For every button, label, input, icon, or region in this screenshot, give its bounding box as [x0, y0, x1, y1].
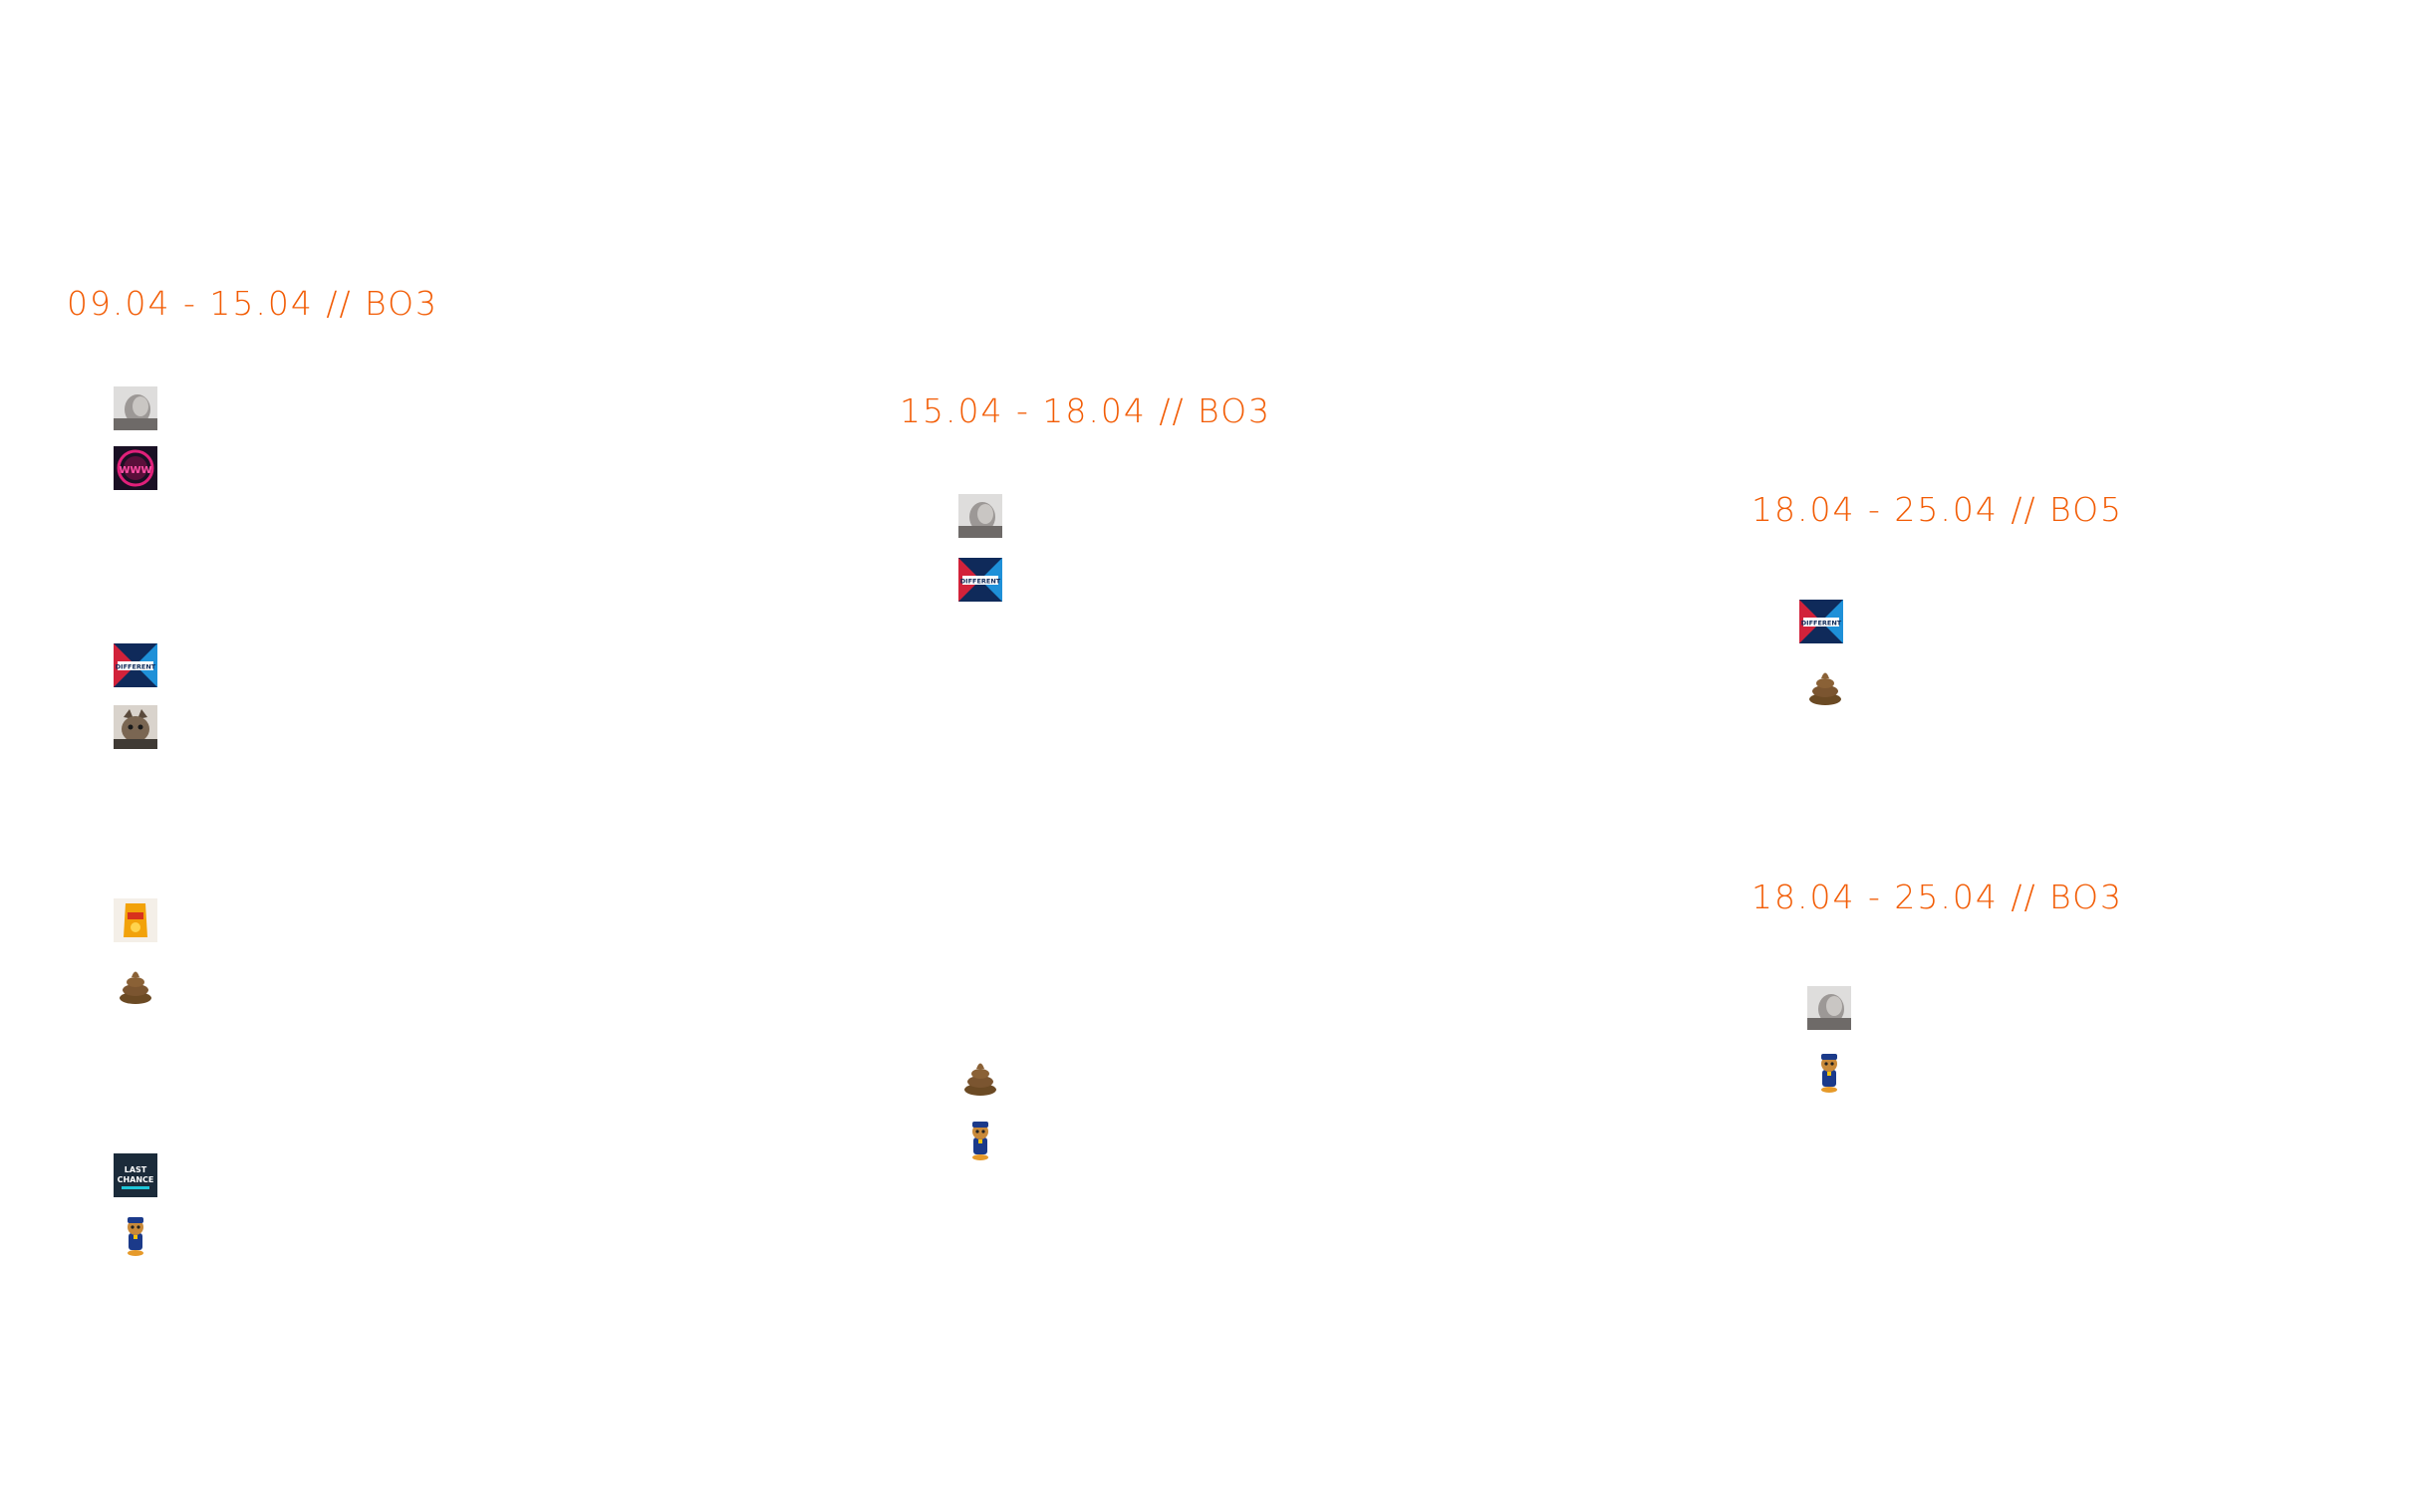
team-different-logo-icon[interactable]: DIFFERENT — [958, 558, 1002, 602]
team-poop-emoji-icon[interactable] — [958, 1054, 1002, 1098]
different-badge-text: DIFFERENT — [116, 663, 156, 671]
team-paw-patrol-chase-icon[interactable] — [114, 1213, 157, 1257]
round-4-title: 18.04 - 25.04 // BO3 — [1751, 878, 2124, 916]
team-cat-avatar-icon[interactable] — [114, 705, 157, 749]
different-badge-text: DIFFERENT — [1801, 620, 1842, 628]
team-gray-avatar-icon[interactable] — [1807, 986, 1851, 1030]
team-chips-bag-icon[interactable] — [114, 898, 157, 942]
team-gray-avatar-icon[interactable] — [114, 386, 157, 430]
last-chance-badge-text-1: LAST — [125, 1165, 147, 1174]
round-2-title: 15.04 - 18.04 // BO3 — [900, 391, 1272, 430]
team-www-logo-icon[interactable]: WWW — [114, 446, 157, 490]
round-3-title: 18.04 - 25.04 // BO5 — [1751, 490, 2124, 529]
team-gray-avatar-icon[interactable] — [958, 494, 1002, 538]
team-paw-patrol-chase-icon[interactable] — [958, 1118, 1002, 1161]
team-different-logo-icon[interactable]: DIFFERENT — [1799, 600, 1843, 643]
team-poop-emoji-icon[interactable] — [1803, 663, 1847, 707]
team-poop-emoji-icon[interactable] — [114, 962, 157, 1006]
team-paw-patrol-chase-icon[interactable] — [1807, 1050, 1851, 1094]
team-different-logo-icon[interactable]: DIFFERENT — [114, 643, 157, 687]
different-badge-text: DIFFERENT — [960, 578, 1001, 586]
last-chance-badge-text-2: CHANCE — [118, 1175, 154, 1184]
www-badge-text: WWW — [119, 465, 151, 476]
round-1-title: 09.04 - 15.04 // BO3 — [67, 284, 439, 323]
